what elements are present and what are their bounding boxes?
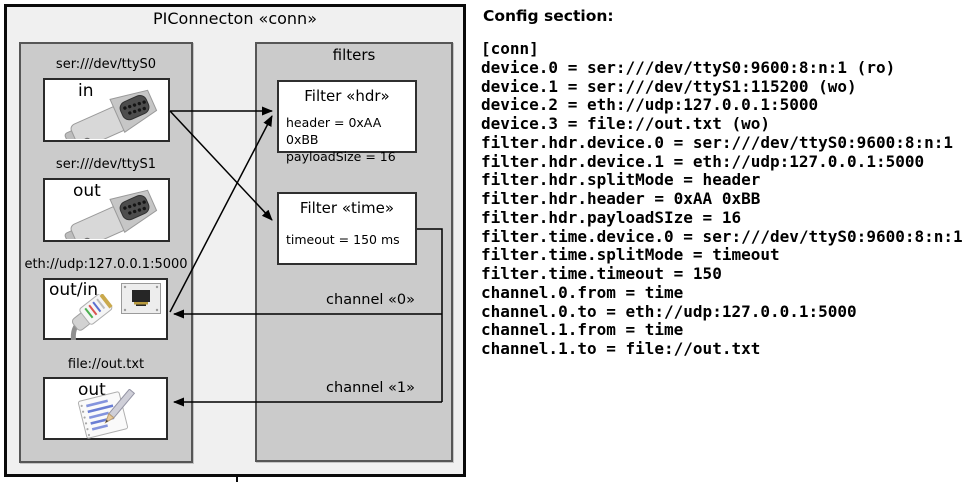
config-text: [conn] device.0 = ser:///dev/ttyS0:9600:… [481, 39, 963, 358]
serial-connector-icon [64, 89, 158, 139]
channel-0-label: channel «0» [326, 292, 415, 308]
device-node-file: out [43, 377, 168, 440]
ethernet-cable-icon [70, 294, 113, 340]
channel-1-label: channel «1» [326, 380, 415, 396]
device-mode-label: in [78, 81, 94, 101]
diagram-title: PIConnecton «conn» [153, 9, 317, 28]
filters-panel-label: filters [332, 46, 376, 64]
serial-connector-icon [64, 189, 158, 239]
device-label-ttys1: ser:///dev/ttyS1 [55, 157, 157, 172]
device-mode-label: out [78, 380, 106, 400]
filter-props: header = 0xAA 0xBB payloadSize = 16 [286, 114, 415, 165]
filter-title: Filter «time» [299, 199, 395, 217]
filter-node-time: Filter «time» timeout = 150 ms [277, 192, 417, 265]
device-node-ttys1: out [43, 178, 170, 242]
device-mode-label: out [73, 181, 101, 201]
device-label-eth: eth://udp:127.0.0.1:5000 [24, 257, 188, 272]
device-label-ttys0: ser:///dev/ttyS0 [55, 57, 157, 72]
filter-prop: timeout = 150 ms [286, 232, 400, 247]
filter-prop: payloadSize = 16 [286, 149, 396, 164]
device-label-file: file://out.txt [67, 357, 145, 372]
bottom-tick [236, 476, 238, 482]
notepad-icon [77, 389, 136, 439]
device-mode-label: out/in [49, 280, 99, 300]
filter-props: timeout = 150 ms [286, 231, 415, 248]
filter-node-hdr: Filter «hdr» header = 0xAA 0xBB payloadS… [277, 80, 417, 164]
filter-prop: header = 0xAA 0xBB [286, 115, 382, 147]
device-node-ttys0: in [43, 78, 170, 142]
device-node-eth: out/in [43, 278, 168, 340]
filter-title: Filter «hdr» [304, 87, 390, 105]
ethernet-port-icon [121, 283, 161, 314]
config-section-heading: Config section: [483, 7, 614, 25]
